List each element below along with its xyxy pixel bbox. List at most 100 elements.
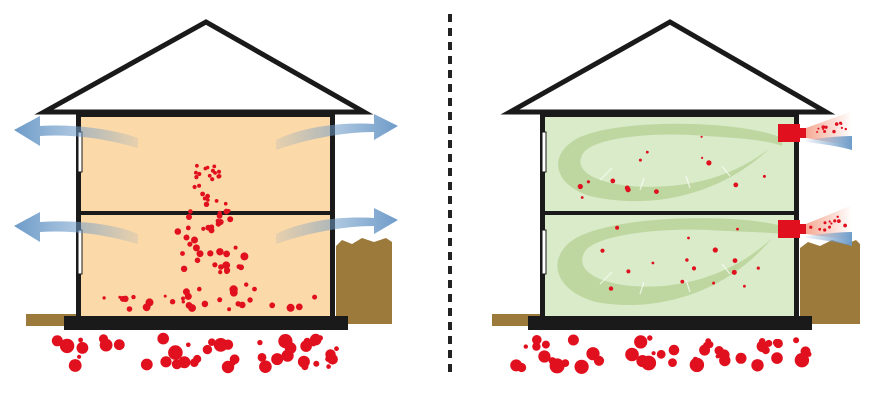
- air-arrow-left-upper-left: [14, 116, 138, 148]
- radon-particle: [691, 266, 697, 271]
- radon-particle: [327, 354, 338, 365]
- radon-particles-left-interior: [102, 163, 318, 312]
- radon-particle: [76, 342, 89, 354]
- radon-particle: [215, 218, 220, 224]
- radon-particle: [207, 250, 214, 257]
- ground-right-side: [800, 248, 860, 324]
- radon-particle: [532, 342, 541, 351]
- radon-particle: [680, 279, 685, 284]
- radon-particle: [600, 248, 605, 253]
- radon-particle: [718, 349, 730, 361]
- radon-particle: [216, 174, 221, 179]
- radon-particle: [191, 236, 198, 244]
- radon-particle: [510, 359, 523, 372]
- radon-particle: [202, 344, 213, 355]
- radon-particle: [233, 245, 238, 250]
- radon-particle: [282, 340, 288, 346]
- radon-particle: [178, 356, 191, 369]
- radon-particle: [823, 130, 827, 133]
- radon-particle: [823, 221, 827, 225]
- radon-particle: [561, 359, 570, 367]
- exhaust-spray-lower: [806, 206, 852, 240]
- radon-particle: [205, 165, 210, 170]
- radon-particle: [192, 184, 197, 190]
- roof-right: [500, 19, 836, 115]
- radon-particle: [816, 131, 819, 133]
- radon-particle: [207, 173, 212, 178]
- radon-particle: [615, 225, 620, 230]
- radon-particle: [751, 359, 764, 372]
- radon-particle: [824, 125, 828, 129]
- radon-particle: [196, 250, 204, 258]
- house-left: [14, 19, 398, 374]
- radon-particle: [773, 338, 783, 349]
- radon-particle: [140, 358, 153, 371]
- radon-particle: [186, 214, 192, 220]
- house-right: [492, 19, 860, 374]
- radon-particle: [195, 163, 199, 168]
- window-left-lower: [77, 229, 83, 275]
- radon-particle: [224, 269, 230, 275]
- radon-particle: [222, 261, 231, 270]
- radon-particle: [223, 201, 228, 206]
- interior-left: [80, 116, 332, 316]
- radon-particle: [712, 247, 718, 253]
- radon-particle: [523, 344, 528, 349]
- radon-particle: [185, 225, 191, 231]
- airflow-loop-upper: [558, 123, 782, 202]
- radon-particle: [771, 352, 783, 364]
- radon-particle: [174, 228, 182, 235]
- radon-particle: [549, 358, 565, 374]
- radon-particle: [180, 251, 185, 256]
- radon-particle: [269, 302, 276, 309]
- radon-particle: [312, 294, 318, 300]
- radon-particle: [217, 169, 221, 174]
- radon-particle: [186, 342, 191, 348]
- radon-particle: [668, 344, 680, 356]
- radon-particle: [181, 300, 185, 304]
- radon-particle: [208, 338, 216, 347]
- airflow-lines-upper: [599, 165, 731, 191]
- wall-right-outer: [540, 114, 545, 318]
- radon-particle: [160, 356, 172, 368]
- radon-particle: [223, 250, 231, 258]
- radon-particle: [201, 300, 209, 308]
- radon-particle: [209, 224, 215, 230]
- radon-particle: [240, 252, 249, 261]
- radon-particle: [651, 261, 655, 265]
- radon-particle: [756, 266, 760, 270]
- radon-particle: [733, 182, 739, 188]
- radon-particle: [113, 339, 125, 351]
- radon-particle: [223, 208, 230, 215]
- radon-particle: [668, 358, 677, 367]
- radon-particle: [214, 199, 219, 203]
- roof-left: [34, 19, 374, 115]
- radon-particle: [313, 360, 320, 367]
- radon-particle: [712, 281, 716, 285]
- radon-particle: [171, 346, 178, 353]
- radon-particle: [181, 296, 185, 301]
- ground-left-side: [336, 246, 392, 324]
- radon-particle: [217, 297, 223, 303]
- radon-particle: [194, 175, 199, 180]
- radon-particle: [334, 346, 339, 352]
- radon-particle: [580, 196, 584, 199]
- radon-particle: [541, 340, 550, 349]
- airflow-lines-lower: [599, 263, 731, 295]
- radon-particle: [687, 236, 690, 240]
- radon-particle: [78, 337, 83, 343]
- wall-right-right: [794, 114, 799, 318]
- radon-particle: [806, 351, 812, 357]
- radon-particle: [532, 335, 542, 345]
- radon-particle: [183, 234, 190, 241]
- radon-particle: [634, 335, 648, 349]
- radon-particle: [839, 121, 842, 125]
- radon-particle: [743, 284, 746, 288]
- radon-particle: [832, 129, 836, 134]
- radon-particles-left-ground: [51, 332, 339, 374]
- radon-particle: [685, 258, 689, 262]
- radon-particle: [222, 339, 234, 350]
- radon-particle: [654, 189, 659, 195]
- window-right-lower: [541, 229, 547, 275]
